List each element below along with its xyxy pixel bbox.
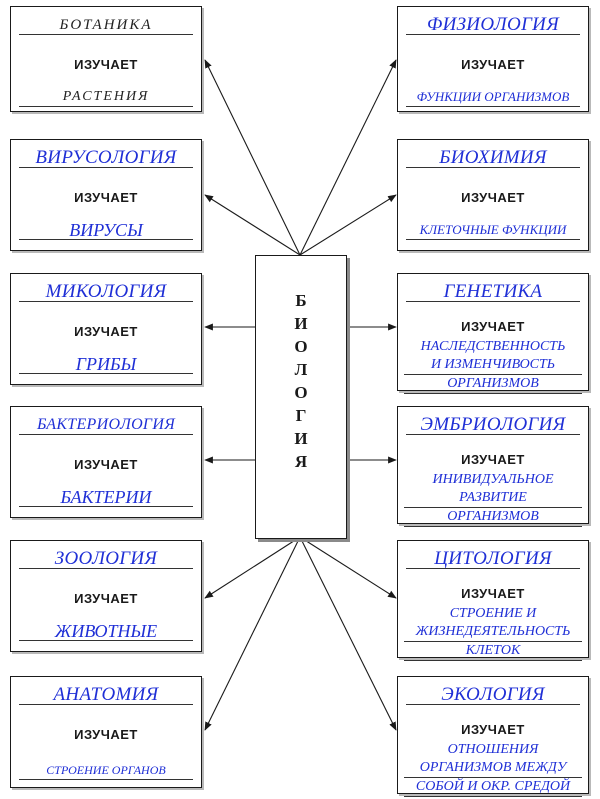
subject-label: МИКОЛОГИЯ [19, 282, 193, 302]
title-letter: Я [294, 452, 308, 471]
object-label: СТРОЕНИЕ ОРГАНОВ [19, 761, 193, 780]
subject-label: ГЕНЕТИКА [406, 282, 580, 302]
object-line: ОРГАНИЗМОВ МЕЖДУ [404, 759, 582, 778]
verb-label: ИЗУЧАЕТ [74, 324, 138, 339]
object-line: И ИЗМЕНЧИВОСТЬ [404, 356, 582, 375]
subject-label: БОТАНИКА [19, 16, 193, 35]
object-line: ИНИВИДУАЛЬНОЕ [432, 472, 554, 487]
title-letter: Л [294, 360, 308, 379]
object-line: СТРОЕНИЕ И [449, 606, 537, 621]
arrow-to-botanika [204, 59, 301, 256]
verb-label: ИЗУЧАЕТ [461, 319, 525, 334]
verb-label: ИЗУЧАЕТ [74, 457, 138, 472]
biologiya-vertical-title: Б И О Л О Г И Я [256, 289, 346, 473]
biologiya-center-box: Б И О Л О Г И Я [255, 255, 347, 539]
object-line: СОБОЙ И ОКР. СРЕДОЙ [404, 778, 582, 797]
verb-label: ИЗУЧАЕТ [74, 591, 138, 606]
subject-label: ЭМБРИОЛОГИЯ [406, 415, 580, 435]
arrow-to-biokhimiya [299, 194, 397, 256]
arrow-to-tsitologiya [299, 536, 397, 599]
object-lines: ОТНОШЕНИЯ ОРГАНИЗМОВ МЕЖДУ СОБОЙ И ОКР. … [404, 741, 582, 797]
box-ekologiya: ЭКОЛОГИЯ ИЗУЧАЕТ ОТНОШЕНИЯ ОРГАНИЗМОВ МЕ… [397, 676, 589, 797]
verb-label: ИЗУЧАЕТ [461, 57, 525, 72]
object-lines: СТРОЕНИЕ И ЖИЗНЕДЕЯТЕЛЬНОСТЬ КЛЕТОК [404, 605, 582, 661]
object-line: ОТНОШЕНИЯ [447, 742, 539, 757]
verb-label: ИЗУЧАЕТ [74, 727, 138, 742]
subject-label: ВИРУСОЛОГИЯ [19, 148, 193, 168]
title-letter: Б [295, 291, 307, 310]
subject-label: АНАТОМИЯ [19, 685, 193, 705]
object-lines: НАСЛЕДСТВЕННОСТЬ И ИЗМЕНЧИВОСТЬ ОРГАНИЗМ… [404, 338, 582, 394]
object-line: ОРГАНИЗМОВ [404, 375, 582, 394]
object-label: РАСТЕНИЯ [19, 88, 193, 107]
object-line: РАЗВИТИЕ [404, 489, 582, 508]
object-line: ЖИЗНЕДЕЯТЕЛЬНОСТЬ [404, 623, 582, 642]
object-label: БАКТЕРИИ [19, 488, 193, 507]
box-anatomiya: АНАТОМИЯ ИЗУЧАЕТ СТРОЕНИЕ ОРГАНОВ [10, 676, 202, 788]
verb-label: ИЗУЧАЕТ [74, 190, 138, 205]
subject-label: ФИЗИОЛОГИЯ [406, 15, 580, 35]
arrow-to-fiziologiya [299, 59, 397, 256]
subject-label: ЗООЛОГИЯ [19, 549, 193, 569]
title-letter: Г [295, 406, 307, 425]
box-tsitologiya: ЦИТОЛОГИЯ ИЗУЧАЕТ СТРОЕНИЕ И ЖИЗНЕДЕЯТЕЛ… [397, 540, 589, 661]
arrow-to-zoologiya [204, 536, 301, 599]
object-label: ВИРУСЫ [19, 221, 193, 240]
object-line: ОРГАНИЗМОВ [404, 508, 582, 527]
box-biokhimiya: БИОХИМИЯ ИЗУЧАЕТ КЛЕТОЧНЫЕ ФУНКЦИИ [397, 139, 589, 251]
title-letter: И [294, 314, 308, 333]
verb-label: ИЗУЧАЕТ [461, 586, 525, 601]
object-label: ГРИБЫ [19, 355, 193, 374]
title-letter: О [294, 383, 308, 402]
box-embriologiya: ЭМБРИОЛОГИЯ ИЗУЧАЕТ ИНИВИДУАЛЬНОЕ РАЗВИТ… [397, 406, 589, 527]
object-label: ЖИВОТНЫЕ [19, 622, 193, 641]
arrow-to-ekologiya [299, 536, 397, 731]
title-letter: И [294, 429, 308, 448]
verb-label: ИЗУЧАЕТ [461, 190, 525, 205]
verb-label: ИЗУЧАЕТ [461, 452, 525, 467]
box-zoologiya: ЗООЛОГИЯ ИЗУЧАЕТ ЖИВОТНЫЕ [10, 540, 202, 652]
box-genetika: ГЕНЕТИКА ИЗУЧАЕТ НАСЛЕДСТВЕННОСТЬ И ИЗМЕ… [397, 273, 589, 394]
subject-label: БИОХИМИЯ [406, 148, 580, 168]
arrow-to-anatomiya [204, 536, 301, 731]
object-lines: ИНИВИДУАЛЬНОЕ РАЗВИТИЕ ОРГАНИЗМОВ [404, 471, 582, 527]
object-label: КЛЕТОЧНЫЕ ФУНКЦИИ [406, 221, 580, 240]
object-line: КЛЕТОК [404, 642, 582, 661]
box-fiziologiya: ФИЗИОЛОГИЯ ИЗУЧАЕТ ФУНКЦИИ ОРГАНИЗМОВ [397, 6, 589, 112]
title-letter: О [294, 337, 308, 356]
arrow-to-virusologiya [204, 194, 301, 256]
verb-label: ИЗУЧАЕТ [74, 57, 138, 72]
subject-label: ЦИТОЛОГИЯ [406, 549, 580, 569]
box-virusologiya: ВИРУСОЛОГИЯ ИЗУЧАЕТ ВИРУСЫ [10, 139, 202, 251]
box-mikologiya: МИКОЛОГИЯ ИЗУЧАЕТ ГРИБЫ [10, 273, 202, 385]
box-botanika: БОТАНИКА ИЗУЧАЕТ РАСТЕНИЯ [10, 6, 202, 112]
subject-label: БАКТЕРИОЛОГИЯ [19, 416, 193, 435]
verb-label: ИЗУЧАЕТ [461, 722, 525, 737]
subject-label: ЭКОЛОГИЯ [406, 685, 580, 705]
object-label: ФУНКЦИИ ОРГАНИЗМОВ [406, 88, 580, 107]
box-bakteriologiya: БАКТЕРИОЛОГИЯ ИЗУЧАЕТ БАКТЕРИИ [10, 406, 202, 518]
object-line: НАСЛЕДСТВЕННОСТЬ [420, 339, 566, 354]
